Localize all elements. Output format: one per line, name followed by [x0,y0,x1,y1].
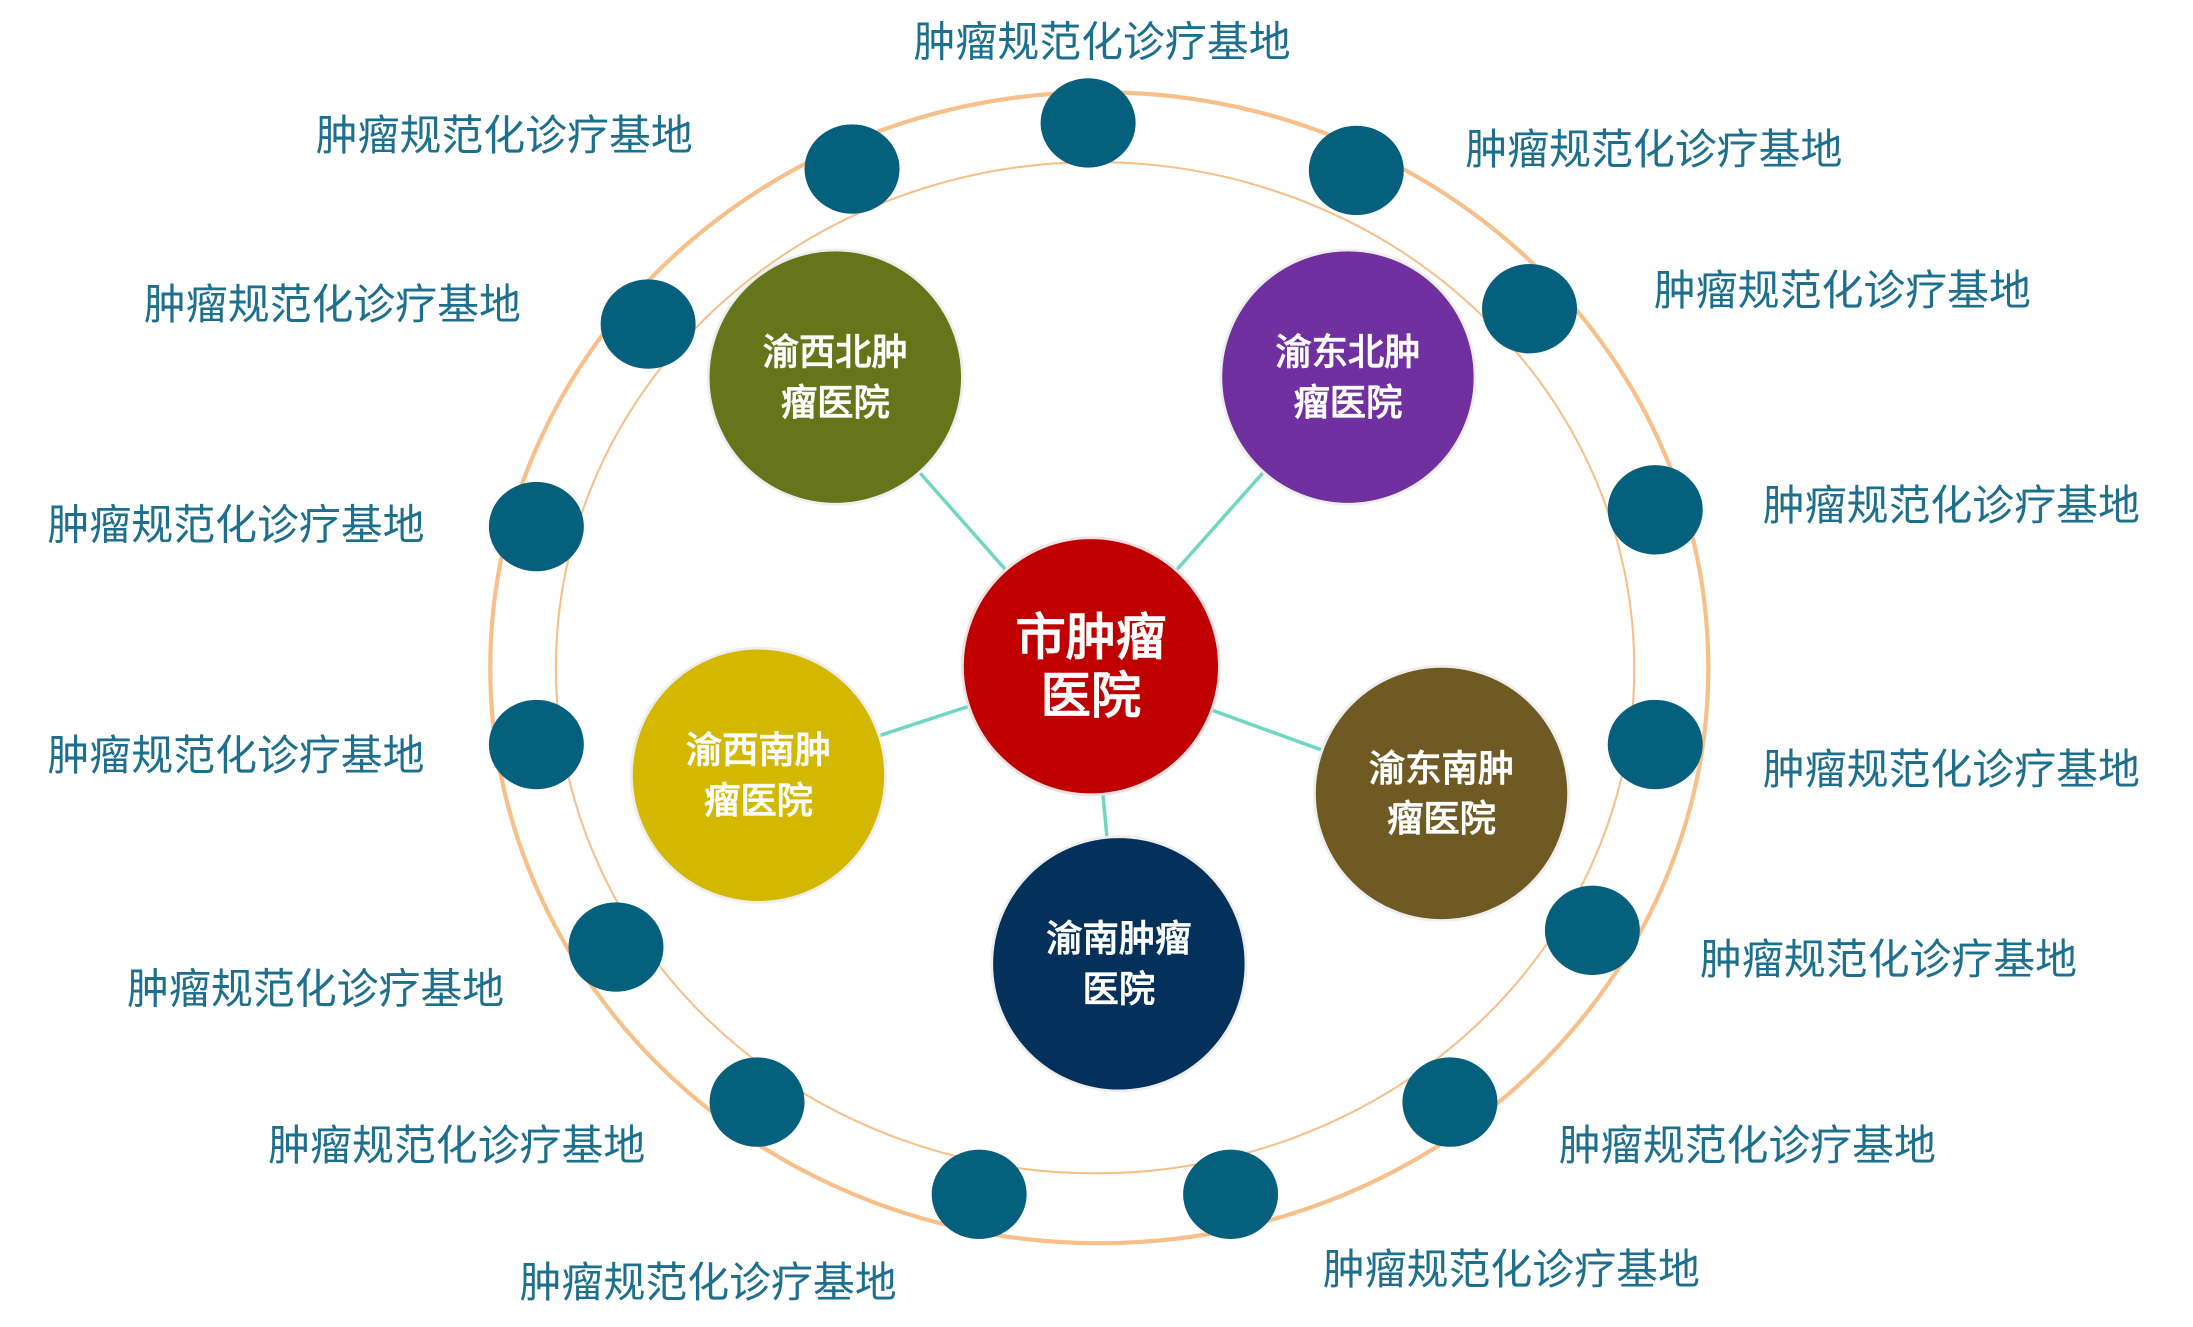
base-label: 肿瘤规范化诊疗基地 [48,731,425,780]
treatment-base-node: 肿瘤规范化诊疗基地 [1308,125,1842,216]
base-label: 肿瘤规范化诊疗基地 [1763,481,2140,530]
base-dot [1544,885,1640,975]
base-label: 肿瘤规范化诊疗基地 [48,501,425,550]
base-dot [488,481,584,572]
hospital-name-line1: 渝西南肿 [686,729,831,772]
base-dot [488,699,584,790]
treatment-base-node: 肿瘤规范化诊疗基地 [316,111,900,214]
treatment-base-node: 肿瘤规范化诊疗基地 [1183,1149,1700,1294]
base-dot [1402,1057,1498,1147]
base-dot [1607,465,1703,555]
base-label: 肿瘤规范化诊疗基地 [144,280,521,329]
treatment-base-node: 肿瘤规范化诊疗基地 [1482,264,2031,354]
hospital-name-line1: 渝西北肿 [763,331,908,374]
base-label: 肿瘤规范化诊疗基地 [127,964,504,1013]
treatment-base-node: 肿瘤规范化诊疗基地 [48,699,584,790]
treatment-base-node: 肿瘤规范化诊疗基地 [144,279,696,369]
hospital-name-line2: 瘤医院 [1387,797,1496,840]
hospital-name-line2: 瘤医院 [704,779,813,822]
treatment-base-node: 肿瘤规范化诊疗基地 [1607,465,2140,555]
treatment-base-node: 肿瘤规范化诊疗基地 [914,17,1291,168]
base-label: 肿瘤规范化诊疗基地 [1700,935,2077,984]
base-label: 肿瘤规范化诊疗基地 [1323,1245,1700,1294]
base-dot [600,279,696,369]
base-dot [1607,699,1703,790]
treatment-base-node: 肿瘤规范化诊疗基地 [268,1057,805,1170]
base-dot [1308,125,1404,216]
treatment-base-node: 肿瘤规范化诊疗基地 [520,1149,1027,1307]
base-dot [804,124,900,214]
base-dot [709,1057,805,1147]
treatment-base-node: 肿瘤规范化诊疗基地 [1402,1057,1936,1170]
base-label: 肿瘤规范化诊疗基地 [1559,1121,1936,1170]
treatment-base-node: 肿瘤规范化诊疗基地 [127,902,664,1013]
hospital-name-line2: 瘤医院 [781,381,890,424]
base-label: 肿瘤规范化诊疗基地 [316,111,693,160]
hospital-name-line2: 瘤医院 [1293,381,1402,424]
treatment-base-node: 肿瘤规范化诊疗基地 [48,481,584,572]
base-dot [568,902,664,992]
base-label: 肿瘤规范化诊疗基地 [268,1121,645,1170]
base-dot [1183,1149,1279,1239]
hospital-name-line1: 渝东北肿 [1275,331,1420,374]
hospital-name-line1: 渝东南肿 [1369,747,1514,790]
hospital-name-line1: 渝南肿瘤 [1046,917,1191,960]
base-dot [1482,264,1578,354]
base-dot [1040,78,1136,168]
center-hospital-name-line1: 市肿瘤 [1016,607,1167,666]
center-hospital-node: 市肿瘤 医院 [961,536,1221,797]
base-label: 肿瘤规范化诊疗基地 [1763,745,2140,794]
base-label: 肿瘤规范化诊疗基地 [520,1258,897,1307]
base-dot [931,1149,1027,1239]
base-label: 肿瘤规范化诊疗基地 [914,17,1291,66]
treatment-base-node: 肿瘤规范化诊疗基地 [1544,885,2077,984]
base-label: 肿瘤规范化诊疗基地 [1654,266,2031,315]
hospital-name-line2: 医院 [1083,967,1156,1010]
base-label: 肿瘤规范化诊疗基地 [1465,125,1842,174]
treatment-base-node: 肿瘤规范化诊疗基地 [1607,699,2140,794]
center-hospital-name-line2: 医院 [1041,666,1142,725]
